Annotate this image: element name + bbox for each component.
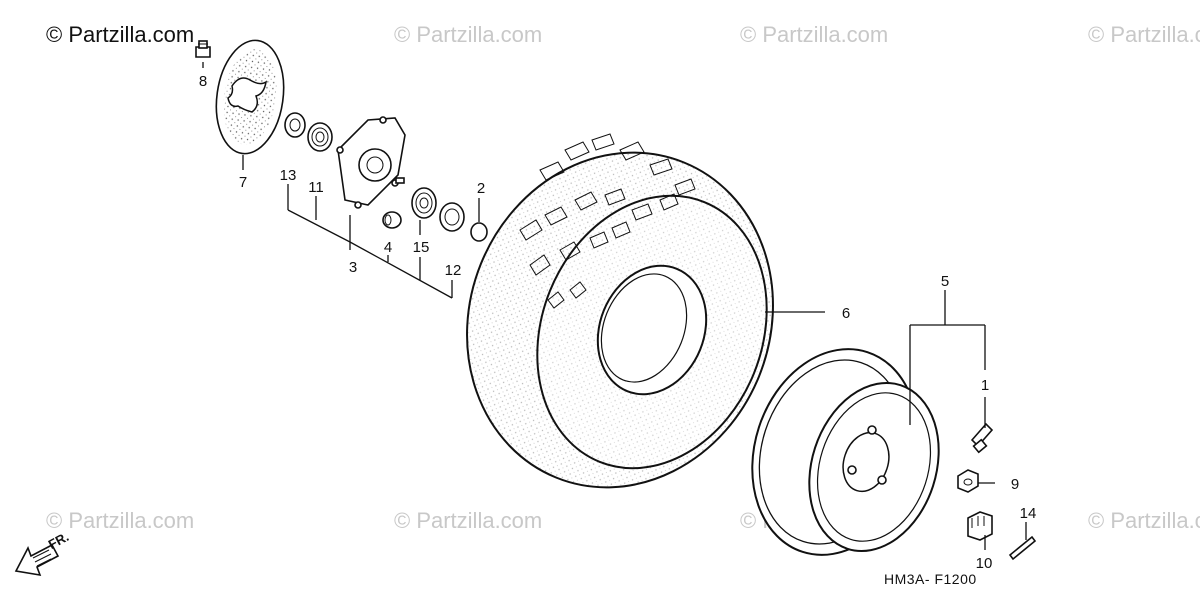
watermark: © Partzilla.com	[1088, 22, 1200, 47]
oil-seal-part[interactable]	[284, 112, 306, 138]
callout-3: 3	[349, 259, 357, 276]
watermark: © Partzilla.com	[46, 508, 195, 533]
callout-4: 4	[384, 239, 392, 256]
leader-lines	[202, 62, 1027, 550]
callout-8: 8	[199, 73, 207, 90]
brake-disc-part[interactable]	[209, 36, 290, 158]
watermark: © Partzilla.com	[394, 22, 543, 47]
callout-5: 5	[941, 273, 949, 290]
callout-11: 11	[308, 179, 324, 196]
castle-nut-part[interactable]	[967, 511, 993, 541]
callout-10: 10	[976, 555, 993, 572]
valve-part[interactable]	[970, 422, 994, 454]
callout-13: 13	[280, 167, 297, 184]
callout-2: 2	[477, 180, 485, 197]
callout-12: 12	[445, 262, 462, 279]
copyright-notice: © Partzilla.com	[46, 22, 195, 47]
callout-9: 9	[1011, 476, 1019, 493]
callout-6: 6	[842, 305, 850, 322]
front-direction-arrow-icon	[14, 543, 60, 577]
cotter-pin-part[interactable]	[1008, 535, 1037, 561]
callout-1: 1	[981, 377, 989, 394]
bearing-part[interactable]	[307, 122, 333, 152]
tire-part[interactable]	[417, 106, 823, 534]
diagram-code: HM3A- F1200	[884, 571, 977, 587]
callout-14: 14	[1020, 505, 1037, 522]
wheel-rim-part[interactable]	[726, 327, 959, 576]
nut-part[interactable]	[957, 469, 979, 493]
callout-15: 15	[413, 239, 430, 256]
hub-cap-part[interactable]	[470, 222, 488, 242]
watermark: © Partzilla.com	[394, 508, 543, 533]
wheel-hub-part[interactable]	[336, 116, 406, 209]
callout-7: 7	[239, 174, 247, 191]
bearing-part[interactable]	[411, 187, 437, 219]
watermark: © Partzilla.com	[1088, 508, 1200, 533]
oil-seal-part[interactable]	[439, 202, 465, 232]
bolt-part[interactable]	[195, 40, 211, 58]
watermark: © Partzilla.com	[740, 22, 889, 47]
collar-part[interactable]	[382, 211, 402, 229]
